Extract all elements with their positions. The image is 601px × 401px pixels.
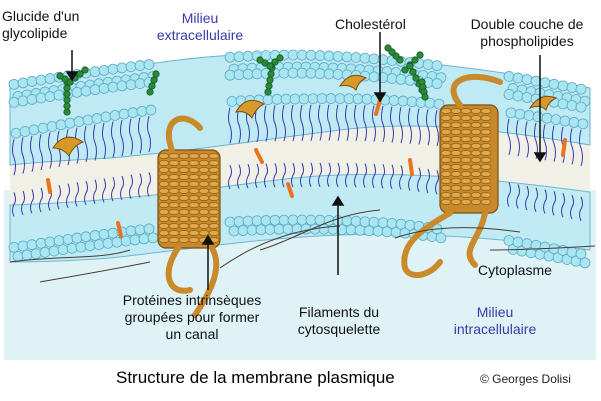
phospholipid-tails bbox=[12, 104, 583, 222]
peripheral-proteins bbox=[52, 74, 558, 158]
sugar-chains bbox=[56, 44, 429, 116]
label-glycolipid-sugar: Glucide d'un glycolipide bbox=[2, 8, 80, 41]
label-cytoskeleton-filaments: Filaments du cytosquelette bbox=[297, 304, 381, 337]
label-cholesterol: Cholestérol bbox=[335, 16, 406, 32]
diagram-title: Structure de la membrane plasmique bbox=[116, 368, 395, 387]
leader-lines bbox=[65, 32, 547, 290]
protein-channel-left bbox=[157, 115, 221, 318]
label-intrinsic-proteins: Protéines intrinsèques groupées pour for… bbox=[122, 292, 262, 342]
protein-channel-right bbox=[401, 73, 503, 279]
label-phospholipid-bilayer: Double couche de phospholipides bbox=[470, 16, 584, 49]
cholesterol-molecules bbox=[46, 98, 567, 238]
label-intracellular-medium: Milieu intracellulaire bbox=[453, 304, 537, 337]
copyright-credit: © Georges Dolisi bbox=[480, 372, 571, 386]
label-cytoplasm: Cytoplasme bbox=[478, 262, 552, 278]
label-extracellular-medium: Milieu extracellulaire bbox=[156, 10, 244, 43]
cytoskeleton-filaments bbox=[9, 209, 596, 283]
